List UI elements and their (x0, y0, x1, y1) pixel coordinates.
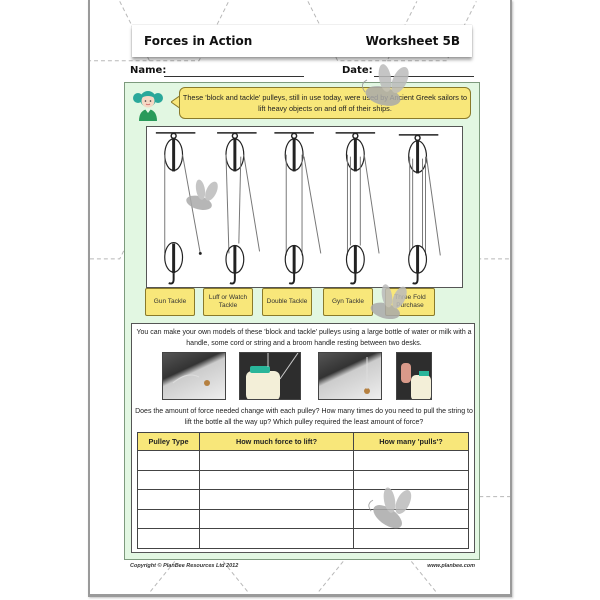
speech-bubble: These 'block and tackle' pulleys, still … (179, 87, 471, 119)
cell-force[interactable] (199, 508, 354, 530)
pulley-label-double-tackle: Double Tackle (262, 288, 312, 316)
cell-pulley-type[interactable] (137, 489, 200, 510)
table-row (137, 528, 469, 549)
header-pulls: How many 'pulls'? (353, 432, 469, 451)
cell-force[interactable] (199, 469, 354, 491)
pulley-label-gyn-tackle: Gyn Tackle (323, 288, 373, 316)
pulley-label-gun-tackle: Gun Tackle (145, 288, 195, 316)
worksheet-page: Forces in Action Worksheet 5B Name: Date… (88, 0, 512, 597)
results-table: Pulley Type How much force to lift? How … (137, 432, 469, 549)
cell-pulls[interactable] (353, 469, 469, 491)
photo-pulley-setup (318, 352, 382, 400)
copyright-text: Copyright © PlanBee Resources Ltd 2012 (130, 563, 239, 569)
date-field[interactable] (374, 76, 474, 77)
pulley-label-luff-tackle: Luff or Watch Tackle (203, 288, 253, 316)
cell-force[interactable] (199, 489, 354, 510)
cell-pulls[interactable] (353, 508, 469, 530)
name-label: Name: (130, 65, 167, 76)
activity-instructions: You can make your own models of these 'b… (136, 329, 472, 347)
name-date-row: Name: Date: (130, 65, 475, 81)
date-label: Date: (342, 65, 373, 76)
photo-hand-pulling (396, 352, 432, 400)
cell-force[interactable] (199, 450, 354, 471)
speech-bubble-tail (171, 95, 181, 109)
cell-pulley-type[interactable] (137, 508, 200, 530)
photo-strip (162, 352, 452, 402)
cell-pulls[interactable] (353, 528, 469, 549)
activity-question: Does the amount of force needed change w… (135, 408, 473, 426)
table-row (137, 508, 469, 530)
table-row (137, 469, 469, 491)
cell-force[interactable] (199, 528, 354, 549)
website-link[interactable]: www.planbee.com (427, 563, 475, 569)
worksheet-number: Worksheet 5B (365, 34, 460, 48)
header-force: How much force to lift? (199, 432, 354, 451)
footer: Copyright © PlanBee Resources Ltd 2012 w… (130, 563, 475, 569)
photo-broom-handle (162, 352, 226, 400)
cell-pulls[interactable] (353, 450, 469, 471)
header-pulley-type: Pulley Type (137, 432, 200, 451)
pulley-label-three-fold-purchase: Three Fold Purchase (385, 288, 435, 316)
worksheet-title-bar: Forces in Action Worksheet 5B (132, 25, 472, 57)
activity-box: You can make your own models of these 'b… (131, 323, 475, 553)
table-row (137, 450, 469, 471)
cell-pulley-type[interactable] (137, 528, 200, 549)
pulley-labels: Gun Tackle Luff or Watch Tackle Double T… (145, 288, 465, 316)
table-row (137, 489, 469, 510)
worksheet-title: Forces in Action (144, 34, 253, 48)
cell-pulls[interactable] (353, 489, 469, 510)
block-and-tackle-illustration (155, 132, 441, 285)
girl-avatar-icon (133, 91, 163, 121)
pulley-diagram (146, 126, 463, 288)
photo-milk-bottle (239, 352, 301, 400)
cell-pulley-type[interactable] (137, 450, 200, 471)
activity-panel: These 'block and tackle' pulleys, still … (124, 82, 480, 560)
cell-pulley-type[interactable] (137, 469, 200, 491)
name-field[interactable] (164, 76, 304, 77)
